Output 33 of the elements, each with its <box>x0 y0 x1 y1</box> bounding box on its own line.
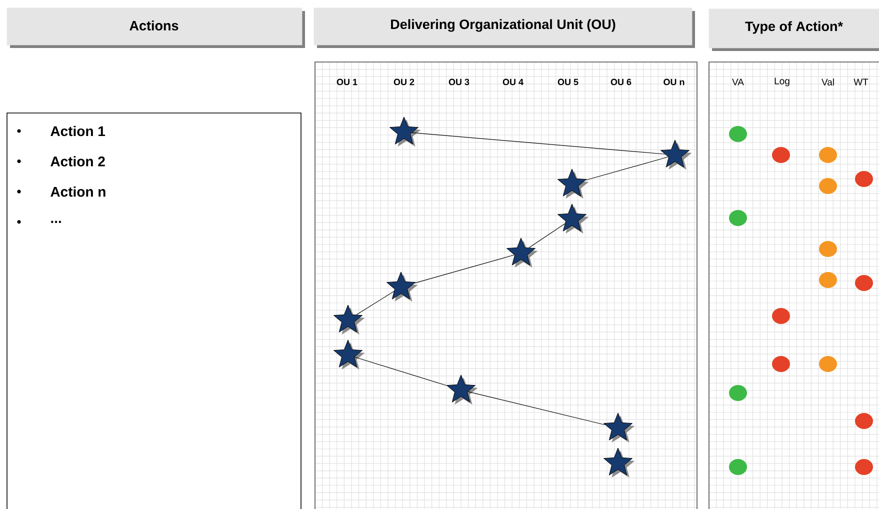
column-label: OU 6 <box>610 78 632 86</box>
connector-line <box>356 291 394 316</box>
connector-line <box>354 356 447 386</box>
column-label: OU 3 <box>448 78 470 86</box>
header-band: Actions <box>6 8 305 48</box>
star <box>506 238 538 268</box>
connector-line <box>414 254 515 284</box>
column-label: Val <box>822 78 834 86</box>
column-label: OU 4 <box>502 78 524 86</box>
column-label: OU 1 <box>336 78 358 86</box>
column-label: WT <box>854 78 868 86</box>
list-box: Action 1 Action 2 Action n ... <box>6 112 302 509</box>
star <box>557 204 589 234</box>
star <box>334 304 365 335</box>
connector-line <box>585 156 669 180</box>
connector-line <box>528 223 566 248</box>
star <box>446 374 478 405</box>
header-band: Type of Action* <box>708 8 879 51</box>
star <box>660 140 692 170</box>
connector-line <box>412 132 666 154</box>
column-label: OU 5 <box>558 78 578 86</box>
star <box>386 272 418 302</box>
star <box>603 412 635 443</box>
column-label: OU n <box>664 78 684 86</box>
star <box>334 340 365 370</box>
connector-line <box>468 391 606 426</box>
header-band: Delivering Organizational Unit (OU) <box>314 8 695 48</box>
column-label: VA <box>732 78 744 86</box>
star <box>557 168 589 199</box>
column-label: Log <box>774 78 790 86</box>
star <box>389 116 421 147</box>
star <box>603 448 635 478</box>
column-label: OU 2 <box>394 78 414 86</box>
